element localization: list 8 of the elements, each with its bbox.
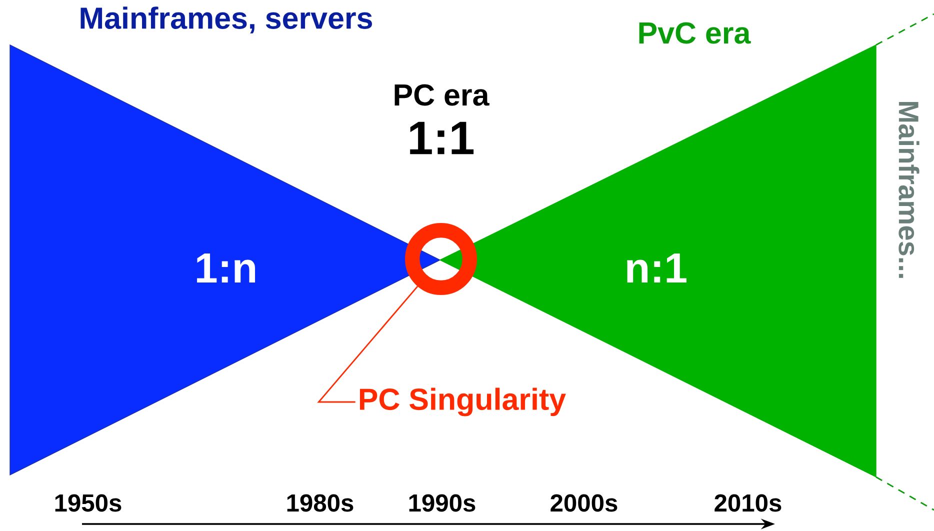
ratio-label: 1:1 bbox=[410, 122, 474, 154]
callout-text: PC Singularity bbox=[360, 388, 566, 416]
singularity-ring bbox=[405, 223, 477, 295]
heading: Mainframes, servers bbox=[80, 6, 372, 34]
heading: PvC era bbox=[639, 22, 751, 44]
year-label: 1990s bbox=[409, 494, 476, 512]
leader-line bbox=[317, 286, 418, 403]
era-label: PC era bbox=[394, 84, 490, 106]
